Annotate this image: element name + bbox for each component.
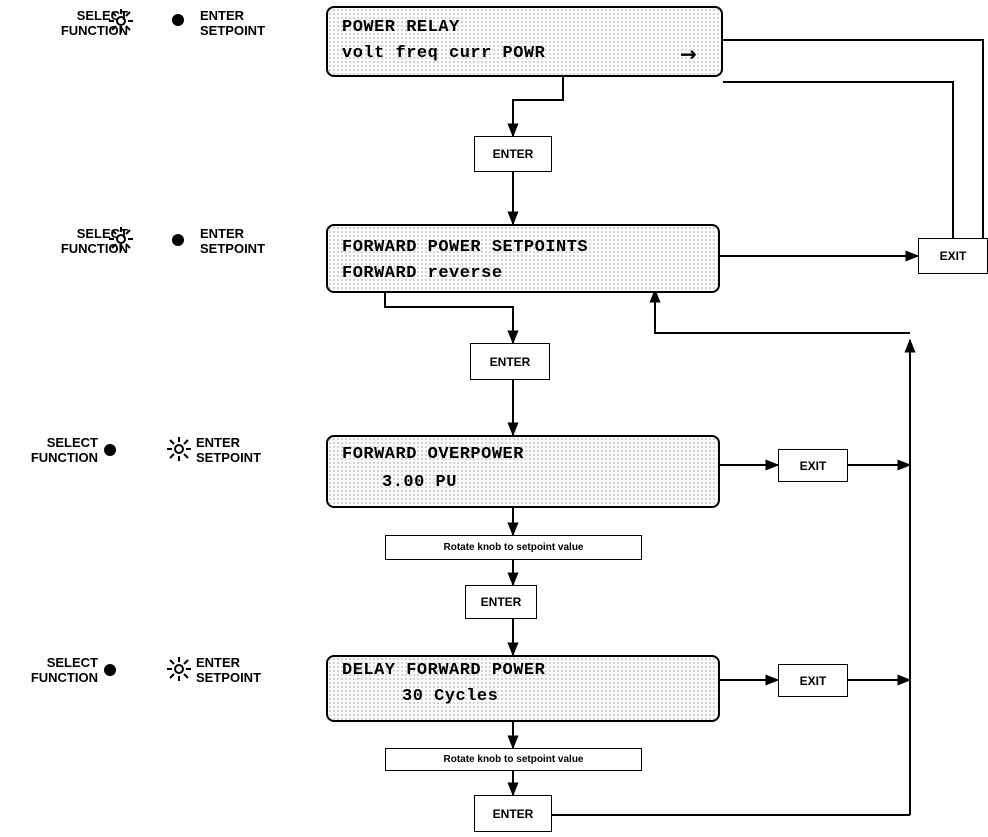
enter-led-on-icon xyxy=(167,437,191,461)
connector-return-to-setpoints xyxy=(649,288,910,334)
display-line-1: POWER RELAY xyxy=(342,18,460,37)
connector-relay-right xyxy=(723,39,984,256)
power-relay-display: POWER RELAY volt freq curr POWR → xyxy=(326,6,723,77)
enter-setpoint-label: ENTER SETPOINT xyxy=(200,226,266,256)
display-line-2: volt freq curr POWR xyxy=(342,44,546,63)
enter-button[interactable]: ENTER xyxy=(474,136,552,172)
select-function-label: SELECT FUNCTION xyxy=(30,655,98,685)
right-arrow-icon: → xyxy=(680,42,697,66)
exit-button[interactable]: EXIT xyxy=(918,238,988,274)
display-line-2: 30 Cycles xyxy=(402,687,499,706)
select-led-off-icon xyxy=(104,664,116,676)
enter-setpoint-label: ENTER SETPOINT xyxy=(200,8,266,38)
exit-button[interactable]: EXIT xyxy=(778,449,848,482)
connector-exit-up xyxy=(723,81,954,238)
forward-overpower-display: FORWARD OVERPOWER 3.00 PU xyxy=(326,435,720,508)
select-led-on-icon xyxy=(109,227,133,251)
select-led-off-icon xyxy=(104,444,116,456)
delay-forward-power-display: DELAY FORWARD POWER 30 Cycles xyxy=(326,655,720,722)
exit-button[interactable]: EXIT xyxy=(778,664,848,697)
select-function-label: SELECT FUNCTION xyxy=(60,226,128,256)
connector-setpoints-to-enter xyxy=(384,293,519,345)
display-line-1: FORWARD POWER SETPOINTS xyxy=(342,238,589,257)
enter-button[interactable]: ENTER xyxy=(470,343,550,380)
display-line-2: FORWARD reverse xyxy=(342,264,503,283)
enter-led-off-icon xyxy=(172,234,184,246)
enter-setpoint-label: ENTER SETPOINT xyxy=(196,655,262,685)
display-line-1: DELAY FORWARD POWER xyxy=(342,661,546,680)
select-function-label: SELECT FUNCTION xyxy=(60,8,128,38)
select-led-on-icon xyxy=(109,9,133,33)
display-line-1: FORWARD OVERPOWER xyxy=(342,445,524,464)
rotate-knob-note: Rotate knob to setpoint value xyxy=(385,535,642,560)
connector-relay-to-enter xyxy=(507,77,564,138)
enter-setpoint-label: ENTER SETPOINT xyxy=(196,435,262,465)
enter-button[interactable]: ENTER xyxy=(465,585,537,619)
enter-led-on-icon xyxy=(167,657,191,681)
display-line-2: 3.00 PU xyxy=(382,473,457,492)
enter-button[interactable]: ENTER xyxy=(474,795,552,832)
rotate-knob-note: Rotate knob to setpoint value xyxy=(385,748,642,771)
enter-led-off-icon xyxy=(172,14,184,26)
select-function-label: SELECT FUNCTION xyxy=(30,435,98,465)
forward-power-setpoints-display: FORWARD POWER SETPOINTS FORWARD reverse xyxy=(326,224,720,293)
